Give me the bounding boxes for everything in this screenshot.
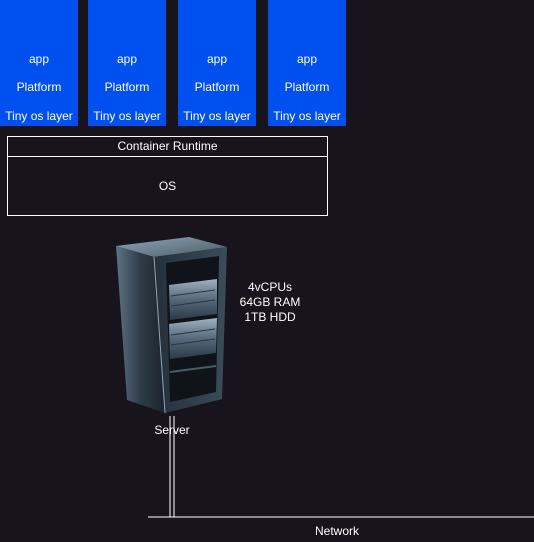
container-4: app Platform Tiny os layer	[268, 0, 346, 126]
spec-ram: 64GB RAM	[239, 295, 301, 309]
network-label: Network	[314, 524, 359, 538]
spec-disk: 1TB HDD	[244, 310, 296, 324]
server-rack-icon	[116, 237, 227, 414]
container-os-layer-label: Tiny os layer	[183, 109, 251, 123]
spec-cpu: 4vCPUs	[247, 280, 292, 294]
container-platform-label: Platform	[104, 80, 150, 94]
container-3: app Platform Tiny os layer	[178, 0, 256, 126]
container-2: app Platform Tiny os layer	[88, 0, 166, 126]
server-label: Server	[154, 423, 190, 437]
container-runtime-label: Container Runtime	[117, 139, 218, 153]
container-1: app Platform Tiny os layer	[0, 0, 78, 126]
container-app-label: app	[116, 52, 138, 66]
container-platform-label: Platform	[194, 80, 240, 94]
container-os-layer-label: Tiny os layer	[273, 109, 341, 123]
container-os-layer-label: Tiny os layer	[93, 109, 161, 123]
container-platform-label: Platform	[16, 80, 62, 94]
container-app-label: app	[28, 52, 50, 66]
server-specs: 4vCPUs 64GB RAM 1TB HDD	[228, 280, 312, 325]
container-app-label: app	[206, 52, 228, 66]
container-os-layer-label: Tiny os layer	[5, 109, 73, 123]
container-platform-label: Platform	[284, 80, 330, 94]
os-label: OS	[158, 179, 177, 193]
container-app-label: app	[296, 52, 318, 66]
container-runtime-box	[7, 136, 328, 157]
os-box	[7, 155, 328, 216]
